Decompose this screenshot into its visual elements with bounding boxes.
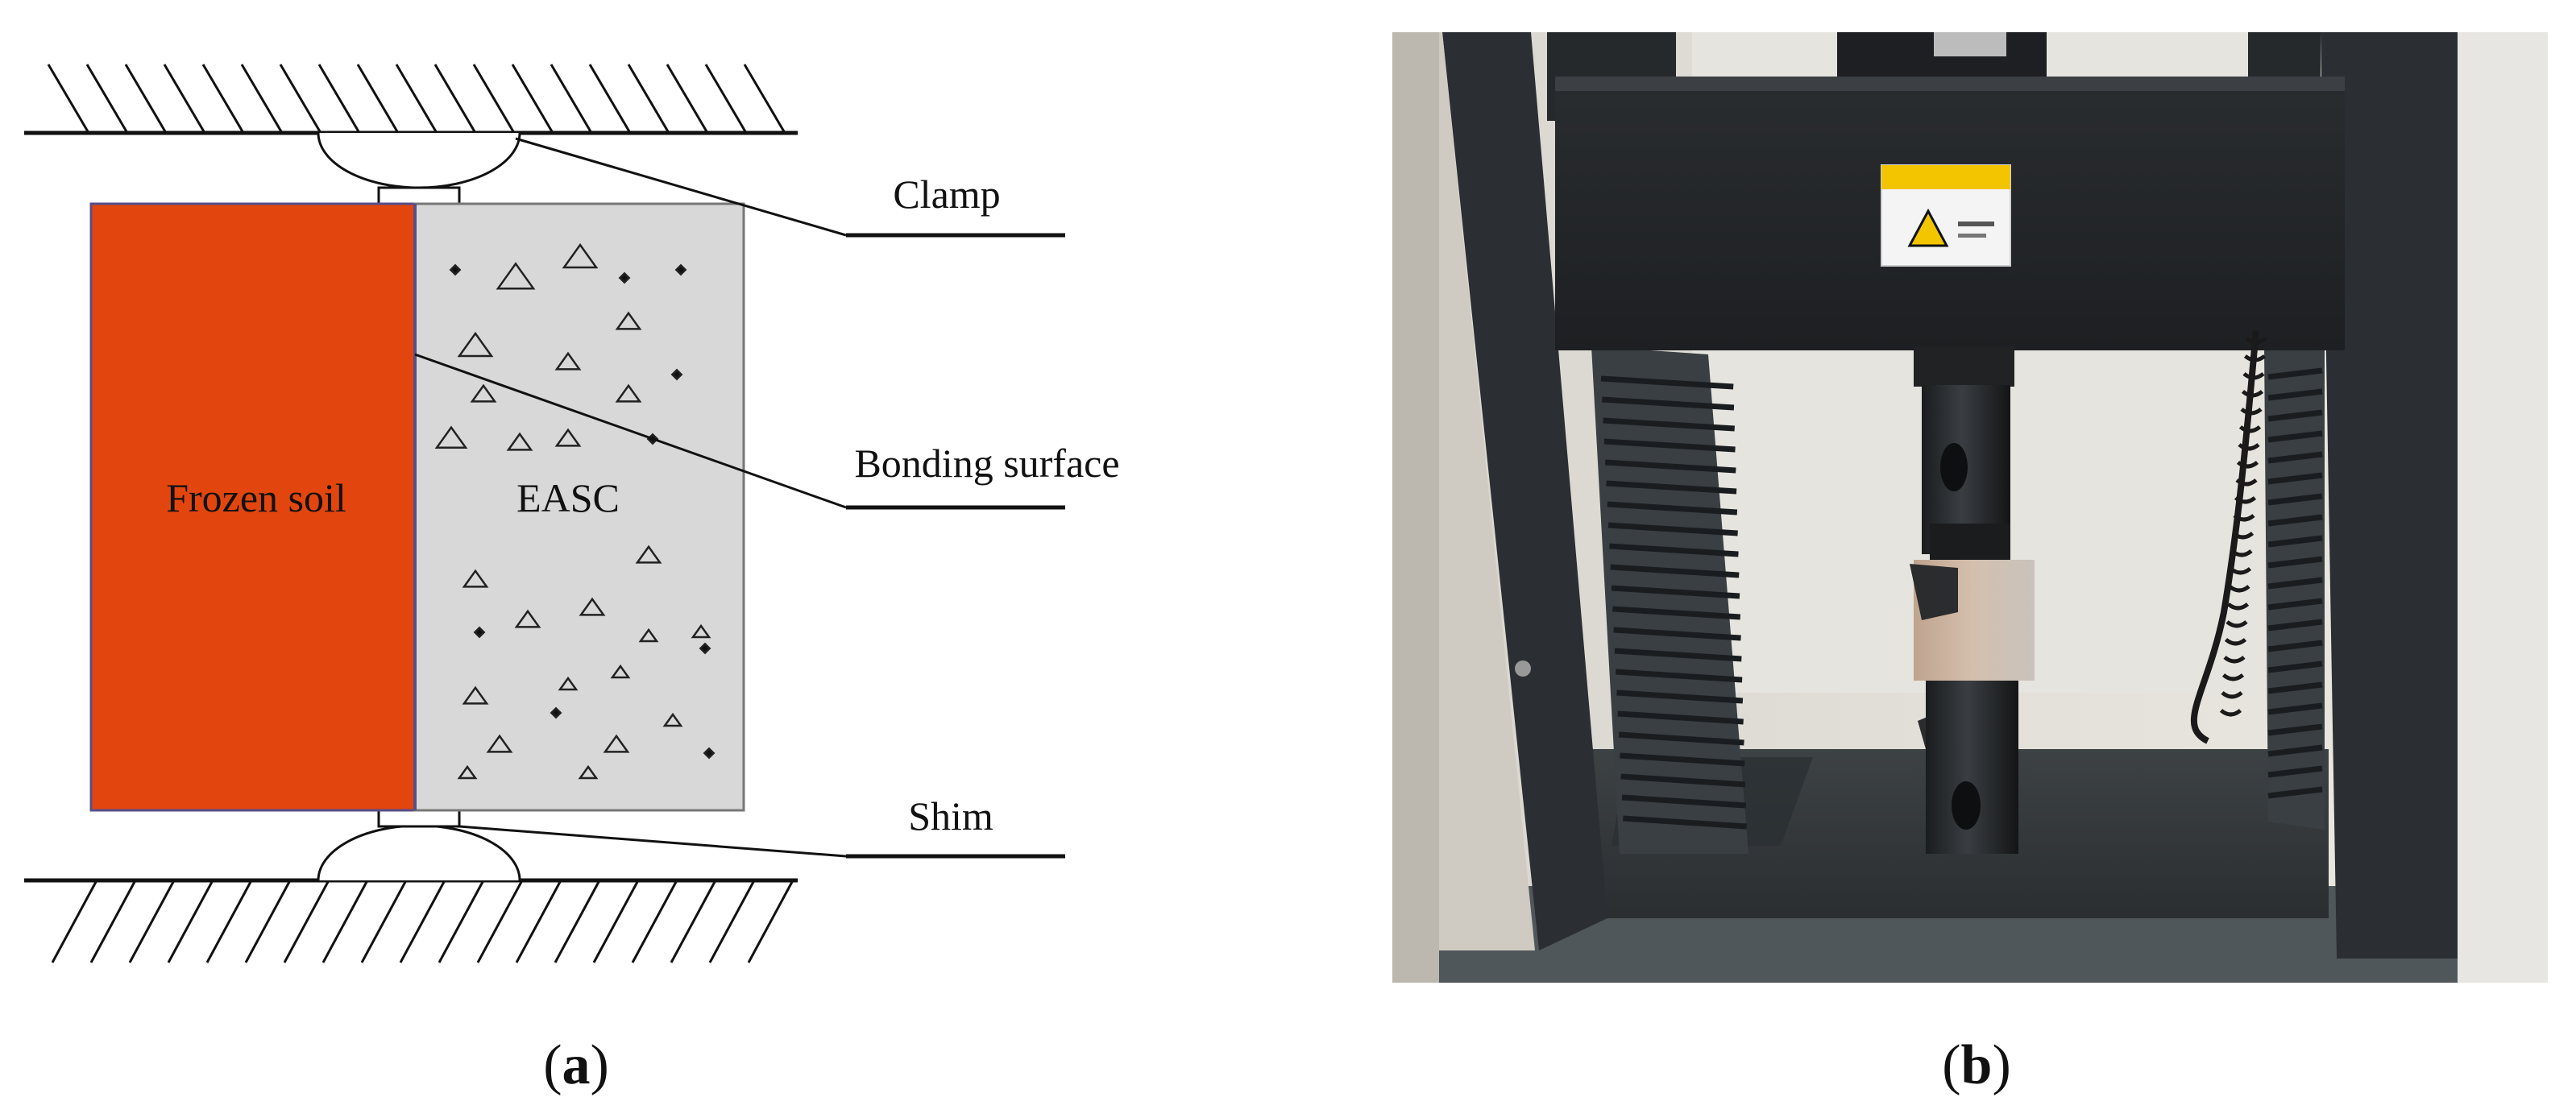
easc-label: EASC: [516, 475, 620, 520]
panel-b-photo: (b): [1392, 32, 2548, 1096]
panel-a-schematic: Frozen soil EASC Clamp Bonding surface S…: [24, 64, 1120, 1096]
bottom-shim: [377, 809, 461, 828]
callout-bonding-surface: Bonding surface: [414, 353, 1120, 510]
frozen-soil-block: [89, 202, 417, 812]
top-shim: [377, 186, 461, 205]
caption-a: (a): [543, 1034, 609, 1096]
bottom-fixed-support: [24, 878, 798, 963]
bottom-clamp: [317, 824, 521, 881]
warning-sticker: [1881, 164, 2011, 267]
tensile-testing-machine-photo: [1392, 32, 2548, 983]
caption-b: (b): [1942, 1034, 2011, 1096]
callout-clamp: Clamp: [515, 137, 1065, 238]
bonding-surface-label: Bonding surface: [854, 441, 1119, 486]
shim-label: Shim: [908, 793, 993, 838]
frozen-soil-label: Frozen soil: [166, 475, 346, 520]
clamp-label: Clamp: [893, 172, 1000, 217]
top-fixed-support: [24, 64, 798, 135]
easc-block: [413, 202, 745, 812]
easc-aggregates: [434, 242, 716, 780]
top-clamp: [317, 132, 521, 189]
callout-shim: Shim: [458, 793, 1065, 859]
